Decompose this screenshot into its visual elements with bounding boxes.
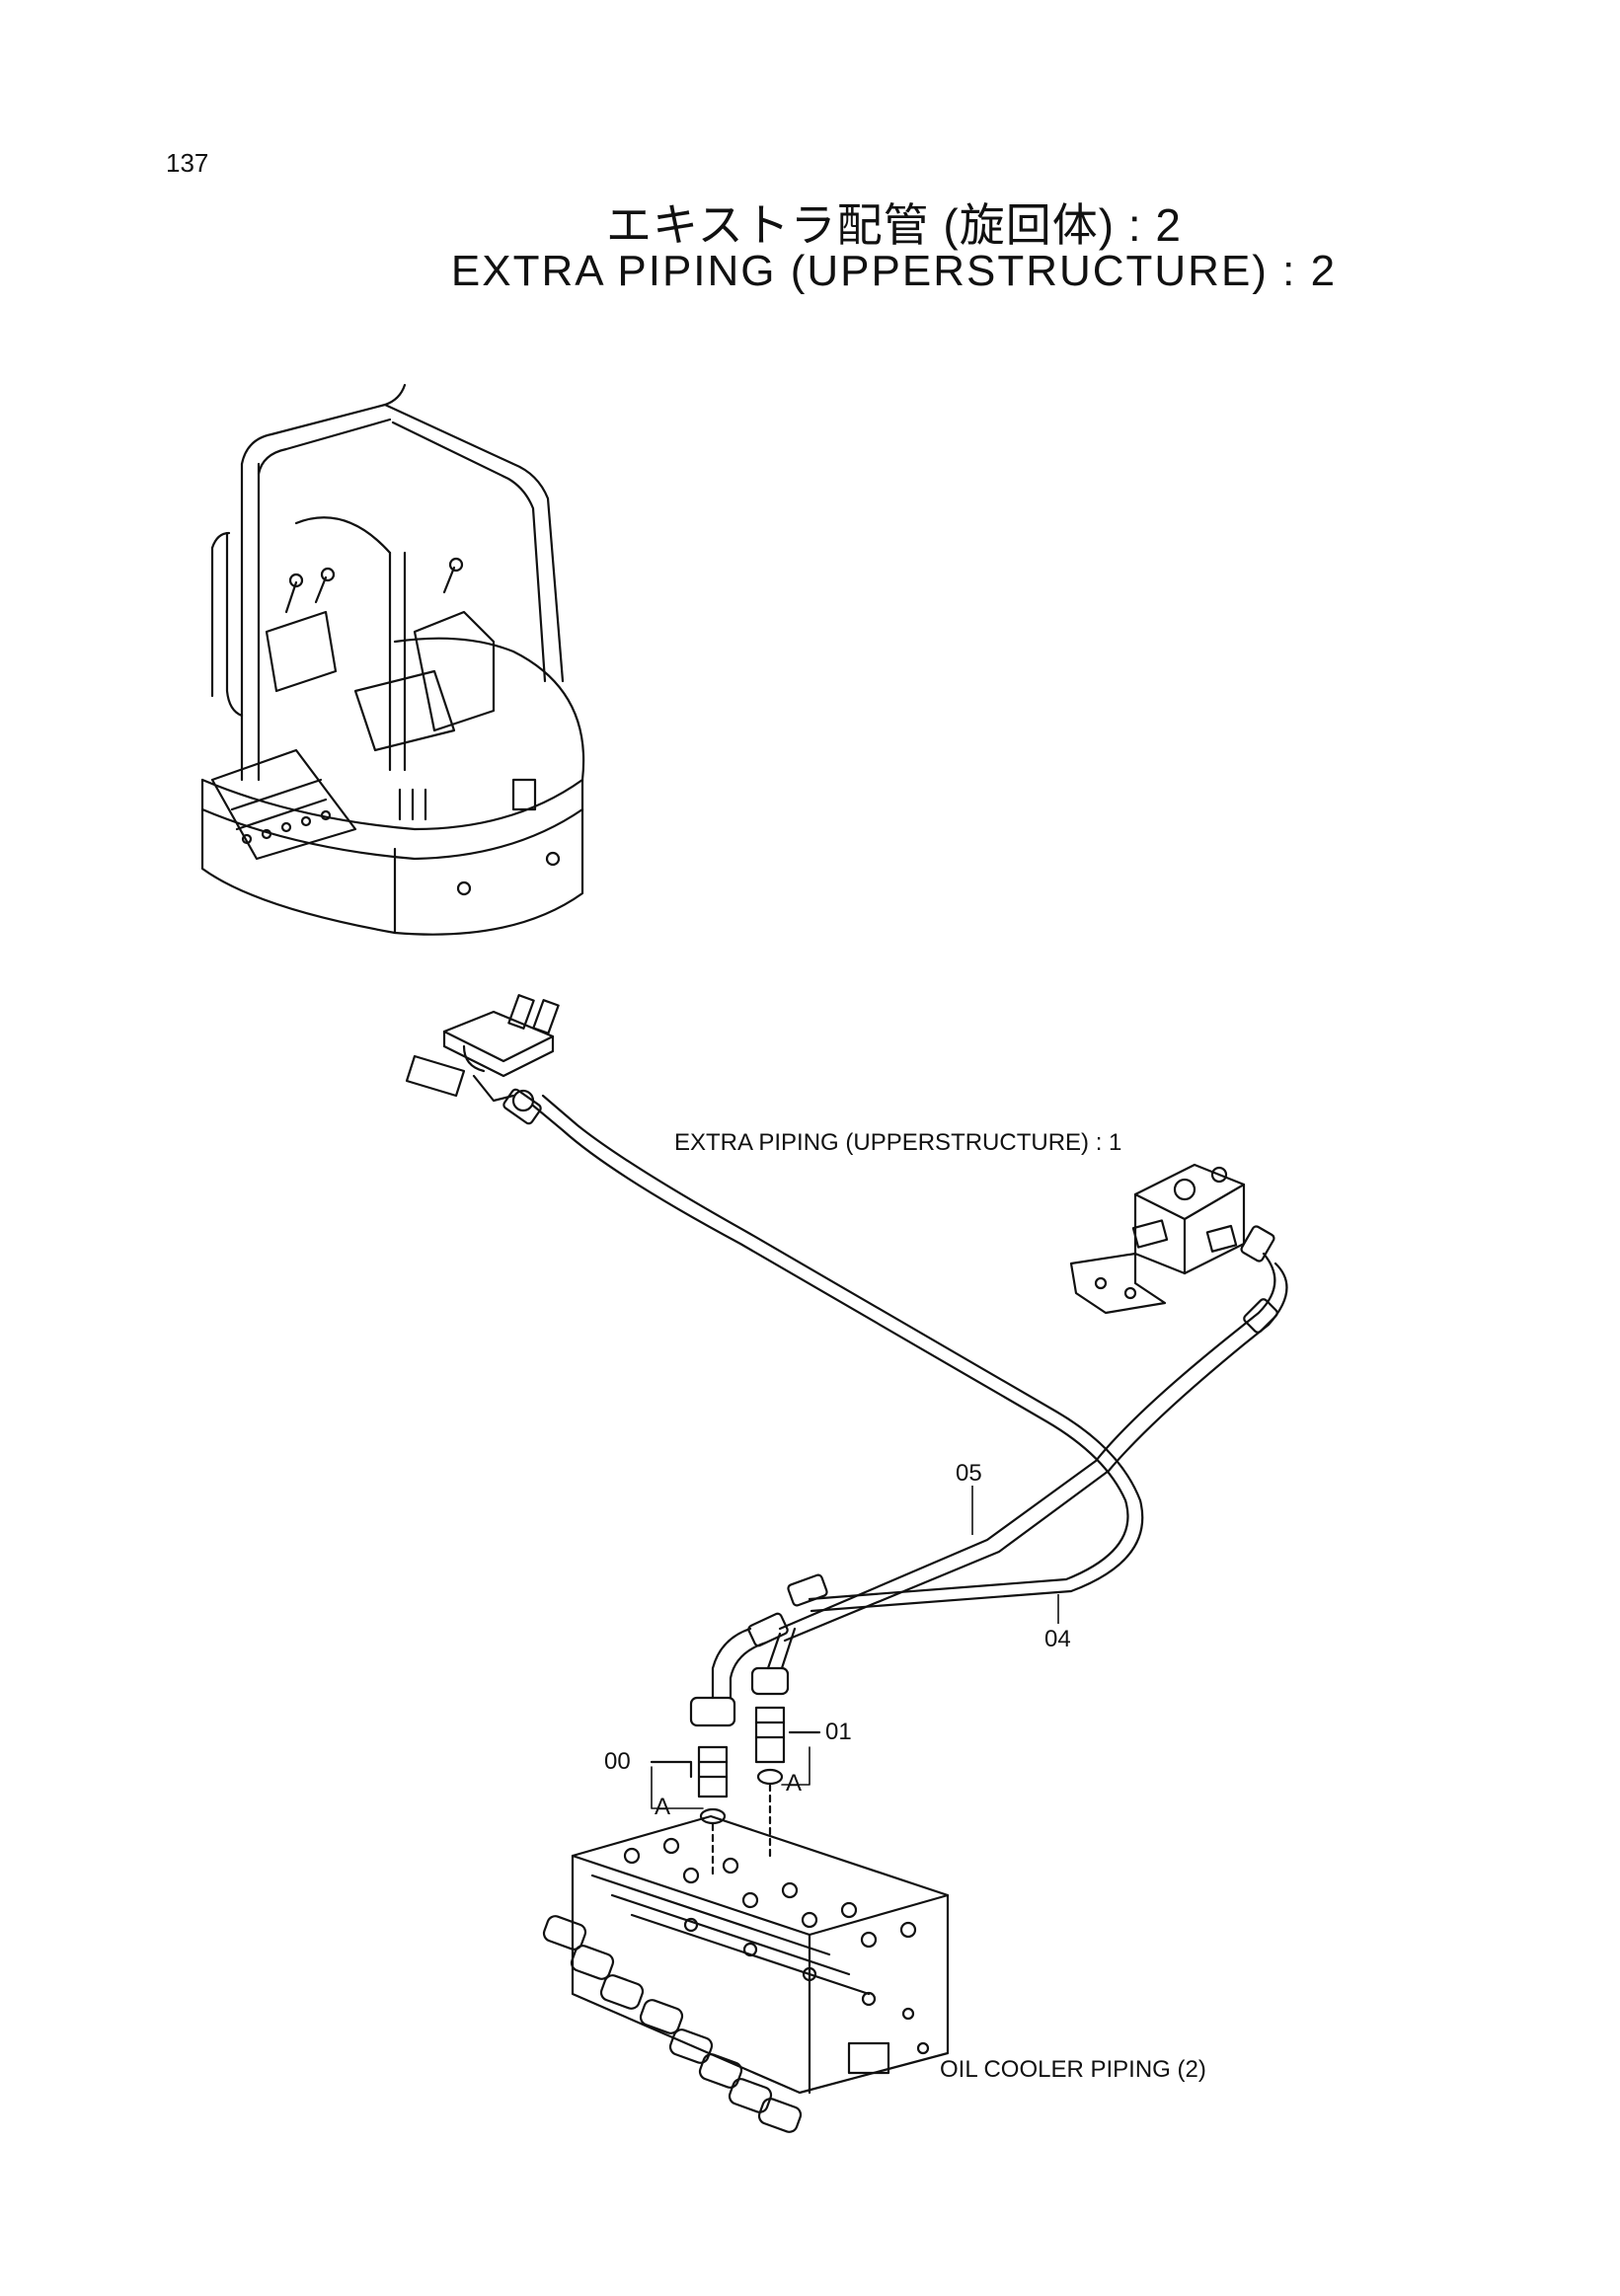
part-number-04: 04: [1044, 1626, 1071, 1652]
page-number: 137: [166, 148, 209, 178]
hose-assembly: [502, 1088, 1288, 1700]
page-title-japanese: エキストラ配管 (旋回体) : 2: [606, 199, 1182, 251]
fittings-00-01: [650, 1666, 821, 1877]
part-number-00: 00: [604, 1748, 631, 1775]
part-number-05: 05: [956, 1460, 982, 1487]
detail-mark-a-right: A: [786, 1770, 802, 1797]
upper-left-fitting-block: [405, 994, 560, 1112]
part-number-01: 01: [825, 1719, 852, 1745]
excavator-overview-illustration: [200, 383, 585, 936]
detail-mark-a-left: A: [655, 1794, 670, 1820]
ref-label-oil-cooler-piping-2: OIL COOLER PIPING (2): [940, 2056, 1206, 2083]
ref-label-extra-piping-1: EXTRA PIPING (UPPERSTRUCTURE) : 1: [674, 1129, 1121, 1156]
page-title-english: EXTRA PIPING (UPPERSTRUCTURE) : 2: [450, 247, 1338, 295]
control-valve-bank: [542, 1814, 950, 2133]
upper-right-valve-block: [1069, 1163, 1275, 1315]
